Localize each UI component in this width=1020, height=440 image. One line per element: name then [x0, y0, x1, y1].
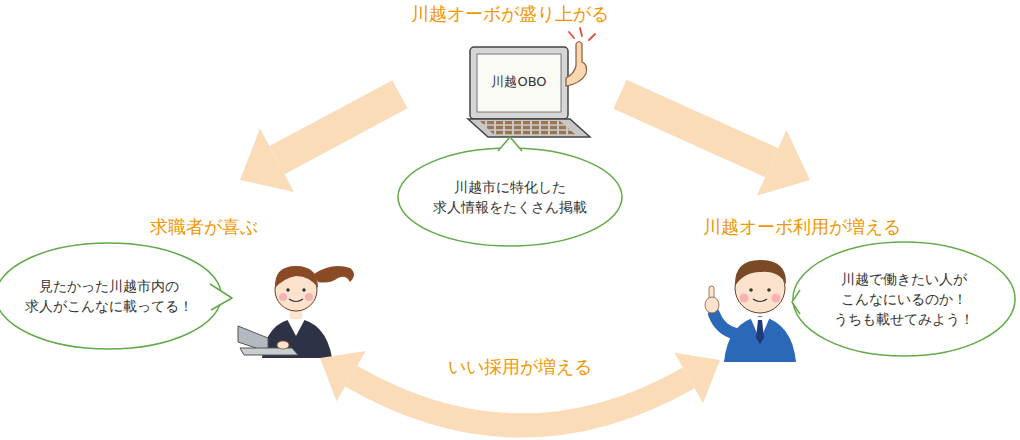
stage-heading: 川越オーボ利用が増える [703, 215, 901, 238]
speech-bubble-outline [700, 180, 1018, 360]
illustration-part [277, 341, 289, 349]
illustration-part [735, 260, 786, 286]
illustration-part [480, 121, 576, 135]
arrow-shaft [277, 94, 400, 160]
illustration-part [772, 294, 781, 303]
bubble-ellipse [793, 242, 1015, 356]
stage-heading-holder: 川越オーボが盛り上がる [400, 2, 620, 25]
arrow-head [674, 353, 720, 403]
speech-bubble: 川越市に特化した 求人情報をたくさん掲載 [398, 148, 622, 246]
arrow-head [240, 128, 294, 191]
illustration-part [580, 28, 582, 36]
bubble-ellipse [398, 148, 622, 246]
illustration-part [589, 34, 595, 40]
bubble-tail [498, 137, 522, 151]
bubble-text-holder: 川越市に特化した 求人情報をたくさん掲載 [425, 177, 595, 218]
stage-heading-holder: 求職者が喜ぶ [150, 215, 258, 238]
employer-group: 川越オーボ利用が増える川越で働きたい人が こんなにいるのか！ うちも載せてみよう… [700, 180, 1018, 360]
arrow-shaft [620, 94, 772, 162]
illustration-part [286, 288, 289, 291]
bubble-text: 川越で働きたい人が こんなにいるのか！ うちも載せてみよう！ [827, 269, 982, 330]
stage-heading: 川越オーボが盛り上がる [400, 2, 620, 25]
illustration-part [468, 119, 590, 137]
employer-illustration [705, 260, 796, 362]
bubble-tail-fill [210, 284, 232, 310]
illustration-part [705, 297, 719, 313]
illustration-part [714, 314, 736, 334]
jobseeker-group: 求職者が喜ぶ見たかった川越市内の 求人がこんなに載ってる！ [0, 180, 335, 358]
double-arrow [320, 351, 720, 426]
illustration-part [289, 299, 303, 302]
illustration-part [740, 294, 749, 303]
edge-label: いい採用が増える [444, 355, 596, 378]
bubble-text: 見たかった川越市内の 求人がこんなに載ってる！ [19, 276, 199, 317]
speech-bubble-outline [398, 148, 622, 246]
bubble-tail-fill [498, 137, 522, 151]
arrow-shaft [351, 376, 689, 425]
illustration-part [302, 288, 305, 291]
bubble-tail [792, 290, 800, 314]
speech-bubble-outline [0, 180, 335, 358]
illustration-part [279, 293, 287, 301]
illustration-part [287, 319, 305, 336]
arrow-head [757, 130, 810, 196]
stage-heading-holder: 川越オーボ利用が増える [703, 215, 901, 238]
illustration-part [240, 348, 298, 355]
illustration-part [767, 288, 771, 292]
screen-label-holder: 川越OBO [477, 74, 561, 91]
illustration-part [275, 266, 318, 288]
laptop-illustration [468, 28, 595, 137]
stage-heading: 求職者が喜ぶ [150, 215, 258, 238]
illustration-part [749, 288, 753, 292]
bubble-text-holder: 見たかった川越市内の 求人がこんなに載ってる！ [19, 276, 199, 317]
laptop-group: 川越オーボが盛り上がる川越OBO [400, 0, 620, 145]
bubble-tail [210, 284, 232, 310]
bubble-text-holder: 川越で働きたい人が こんなにいるのか！ うちも載せてみよう！ [827, 269, 982, 330]
bubble-tail-fill [792, 290, 800, 314]
illustration-part [470, 47, 568, 119]
illustration-part [477, 54, 561, 112]
illustration-part [566, 42, 587, 87]
screen-label: 川越OBO [477, 74, 561, 91]
arrow-head [320, 351, 366, 401]
illustration-part [756, 320, 764, 344]
bubble-ellipse [0, 243, 221, 349]
illustration-part [753, 299, 767, 302]
illustration-part [314, 266, 354, 283]
bubble-text: 川越市に特化した 求人情報をたくさん掲載 [425, 177, 595, 218]
jobseeker-illustration [238, 266, 354, 358]
flow-arrow [240, 94, 400, 192]
flow-arrow [620, 94, 810, 195]
illustration-part [305, 293, 313, 301]
illustration-part [569, 32, 574, 38]
